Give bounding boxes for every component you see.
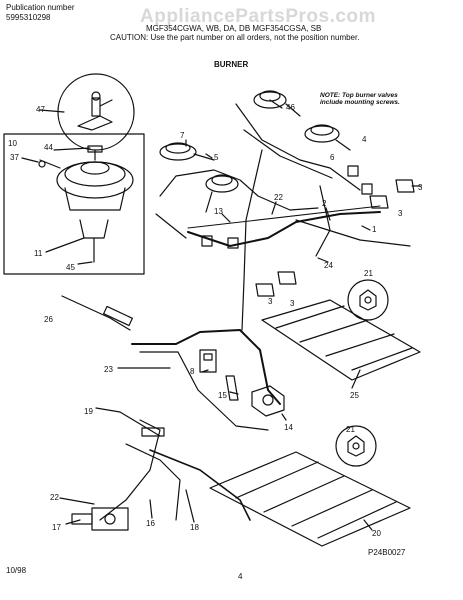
callout-6: 6 bbox=[330, 153, 335, 162]
note-line-2: include mounting screws. bbox=[320, 99, 400, 106]
publication-label: Publication number bbox=[6, 3, 75, 12]
valve-3 bbox=[347, 165, 359, 177]
callout-18: 18 bbox=[190, 523, 199, 532]
page-number: 4 bbox=[238, 572, 243, 581]
valve-4 bbox=[361, 183, 373, 195]
callout-3: 3 bbox=[418, 183, 423, 192]
callout-22: 22 bbox=[274, 193, 283, 202]
callout-22b: 22 bbox=[50, 493, 59, 502]
valve-body-detail bbox=[77, 115, 113, 131]
callout-8: 8 bbox=[190, 367, 195, 376]
burner-front-right bbox=[304, 124, 351, 151]
burner-baffle-lower bbox=[209, 451, 411, 547]
callout-24: 24 bbox=[324, 261, 333, 270]
callout-13: 13 bbox=[214, 207, 223, 216]
callout-23: 23 bbox=[104, 365, 113, 374]
callout-26: 26 bbox=[44, 315, 53, 324]
valve-stem-detail bbox=[91, 97, 101, 117]
ignitor-wire bbox=[61, 295, 131, 331]
callout-25: 25 bbox=[350, 391, 359, 400]
callout-labels: 47 10 37 44 11 45 26 7 46 5 13 22 2 6 4 … bbox=[8, 103, 423, 538]
mounting-plate bbox=[255, 179, 415, 297]
valve-1 bbox=[201, 235, 213, 247]
callout-3b: 3 bbox=[268, 297, 273, 306]
callout-3d: 3 bbox=[398, 209, 403, 218]
callout-7: 7 bbox=[180, 131, 185, 140]
burner-detail-box bbox=[3, 133, 145, 275]
model-numbers: MGF354CGWA, WB, DA, DB MGF354CGSA, SB bbox=[146, 24, 322, 33]
callout-37: 37 bbox=[10, 153, 19, 162]
valve-2 bbox=[227, 237, 239, 249]
callout-2: 2 bbox=[322, 199, 327, 208]
footer-date: 10/98 bbox=[6, 566, 27, 575]
callout-19: 19 bbox=[84, 407, 93, 416]
gas-tube-right bbox=[235, 103, 361, 191]
detail-circle bbox=[57, 73, 135, 151]
nut-detail-upper bbox=[347, 279, 389, 321]
callout-1: 1 bbox=[372, 225, 377, 234]
burner-front-left bbox=[205, 174, 239, 213]
burner-note: NOTE: Top burner valves include mounting… bbox=[320, 92, 400, 106]
burner-baffle-upper bbox=[261, 299, 421, 381]
caution-text: CAUTION: Use the part number on all orde… bbox=[110, 33, 360, 42]
note-line-1: NOTE: Top burner valves bbox=[320, 92, 398, 99]
regulator bbox=[251, 385, 285, 417]
callout-15: 15 bbox=[218, 391, 227, 400]
gas-tube-left bbox=[159, 169, 319, 211]
oven-valve bbox=[91, 507, 129, 531]
callout-21: 21 bbox=[364, 269, 373, 278]
callout-10: 10 bbox=[8, 139, 17, 148]
callout-44: 44 bbox=[44, 143, 53, 152]
callout-47: 47 bbox=[36, 105, 45, 114]
burner-rear-left bbox=[159, 142, 215, 161]
callout-5: 5 bbox=[214, 153, 219, 162]
watermark: AppliancePartsPros.com bbox=[140, 6, 376, 27]
oven-ignitor bbox=[119, 411, 161, 437]
section-title: BURNER bbox=[214, 60, 249, 69]
callout-16: 16 bbox=[146, 519, 155, 528]
publication-number: 5995310298 bbox=[6, 13, 51, 22]
nut-detail-lower bbox=[335, 425, 377, 467]
callout-21b: 21 bbox=[346, 425, 355, 434]
callout-4: 4 bbox=[362, 135, 367, 144]
callout-45: 45 bbox=[66, 263, 75, 272]
figure-id: P24B0027 bbox=[368, 548, 406, 557]
callout-11: 11 bbox=[34, 249, 43, 258]
lower-bracket bbox=[149, 449, 251, 521]
burner-rear-right bbox=[253, 90, 301, 117]
spark-module bbox=[199, 349, 217, 373]
callout-20: 20 bbox=[372, 529, 381, 538]
callout-3c: 3 bbox=[290, 299, 295, 308]
main-tube bbox=[131, 329, 281, 405]
callout-17: 17 bbox=[52, 523, 61, 532]
callout-14: 14 bbox=[284, 423, 293, 432]
callout-46: 46 bbox=[286, 103, 295, 112]
